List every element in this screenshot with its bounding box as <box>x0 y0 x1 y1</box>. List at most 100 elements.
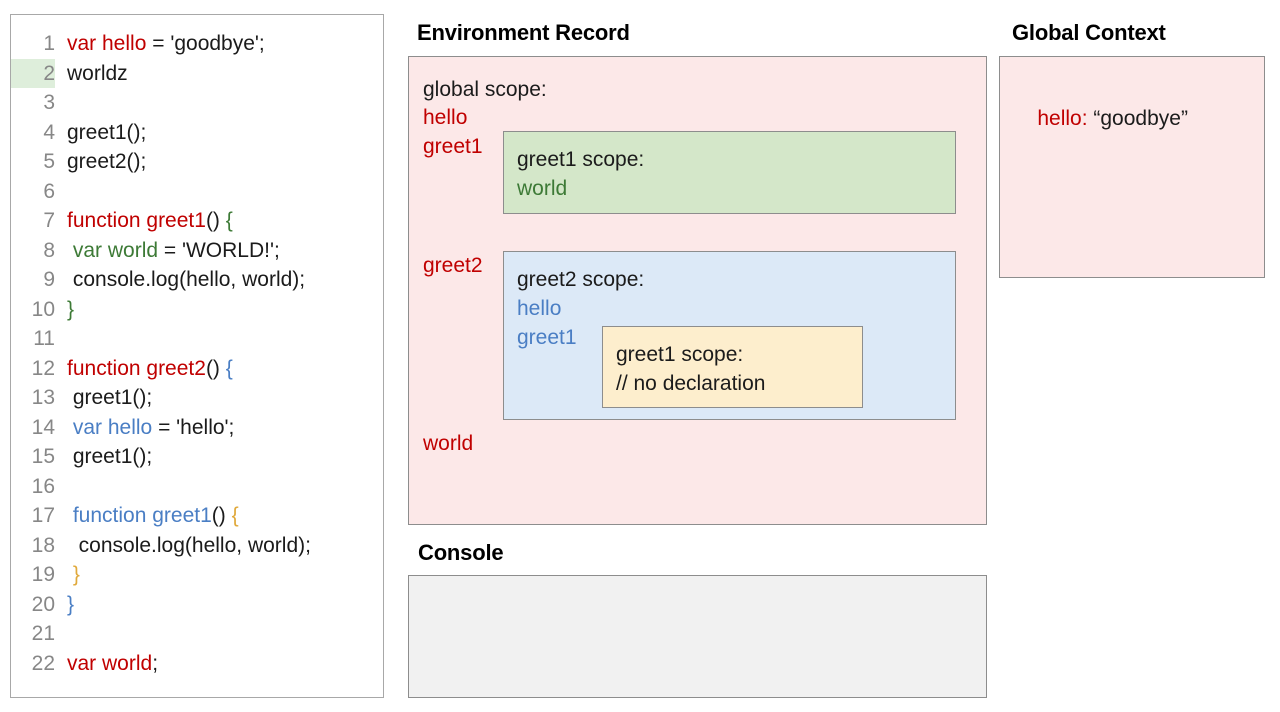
code-line-text: var world; <box>55 649 158 679</box>
global-scope-heading: global scope: <box>423 78 547 101</box>
line-number: 13 <box>31 386 55 409</box>
global-context-entry: hello: “goodbye” <box>1014 75 1188 162</box>
code-line[interactable]: 11 <box>11 324 383 354</box>
code-token: ; <box>152 651 159 675</box>
greet2-scope-binding-hello: hello <box>517 297 562 320</box>
line-number: 15 <box>31 445 55 468</box>
code-line-text: } <box>55 295 74 325</box>
code-line-text: greet1(); <box>55 442 152 472</box>
line-number: 11 <box>33 327 55 350</box>
line-number: 19 <box>31 563 55 586</box>
line-number: 1 <box>43 32 55 55</box>
line-number: 9 <box>43 268 55 291</box>
greet1-scope-heading: greet1 scope: <box>517 148 645 171</box>
code-line-text: greet2(); <box>55 147 146 177</box>
code-line[interactable]: 20} <box>11 590 383 620</box>
code-token: var world <box>67 651 153 675</box>
code-line-text: var hello = 'goodbye'; <box>55 29 265 59</box>
code-token: console.log(hello, world); <box>67 533 311 557</box>
greet1-scope-binding-world: world <box>517 177 568 200</box>
code-line[interactable]: 13 greet1(); <box>11 383 383 413</box>
nested-greet1-scope-heading: greet1 scope: <box>616 343 744 366</box>
global-binding-hello: hello <box>423 106 468 129</box>
line-number: 4 <box>43 120 55 144</box>
code-line-text: } <box>55 590 74 620</box>
line-number: 21 <box>31 622 55 645</box>
global-binding-world: world <box>423 432 474 455</box>
line-number: 12 <box>31 356 55 380</box>
line-number: 16 <box>31 474 55 498</box>
environment-record-title: Environment Record <box>417 20 630 45</box>
code-line[interactable]: 21 <box>11 619 383 649</box>
line-number: 18 <box>31 533 55 557</box>
environment-record-box: global scope: hello greet1 greet2 world … <box>408 56 987 525</box>
code-token: greet1(); <box>67 386 153 409</box>
code-token: greet1(); <box>67 120 147 144</box>
code-token: () <box>205 209 226 232</box>
code-token: } <box>67 592 75 616</box>
code-line-text: var world = 'WORLD!'; <box>55 236 280 266</box>
code-line[interactable]: 4 greet1(); <box>11 118 383 148</box>
line-number: 8 <box>43 238 55 262</box>
code-token: { <box>225 356 233 380</box>
line-number: 5 <box>43 150 55 173</box>
code-token: function greet1 <box>72 504 212 527</box>
nested-greet1-scope-note: // no declaration <box>616 372 766 395</box>
code-token: function greet2 <box>67 356 206 380</box>
line-number: 6 <box>43 179 55 203</box>
code-token: () <box>211 504 232 527</box>
line-number: 20 <box>31 592 55 616</box>
code-line-text: console.log(hello, world); <box>55 265 305 295</box>
code-line-text: function greet1() { <box>55 501 239 531</box>
global-binding-greet1: greet1 <box>423 135 483 158</box>
console-output-box[interactable] <box>408 575 987 698</box>
code-line[interactable]: 19 } <box>11 560 383 590</box>
line-number: 17 <box>31 504 55 527</box>
code-line[interactable]: 5 greet2(); <box>11 147 383 177</box>
code-line[interactable]: 10} <box>11 295 383 325</box>
code-token: console.log(hello, world); <box>67 268 306 291</box>
code-token: () <box>205 356 226 380</box>
line-number: 22 <box>31 651 55 675</box>
code-line-text: } <box>55 560 80 590</box>
global-context-entry-key: hello: <box>1037 107 1088 130</box>
greet1-scope-box: greet1 scope: world <box>503 131 956 214</box>
code-line-text: function greet2() { <box>55 354 233 384</box>
code-line[interactable]: 15 greet1(); <box>11 442 383 472</box>
code-line-text: worldz <box>55 59 128 89</box>
code-line[interactable]: 9 console.log(hello, world); <box>11 265 383 295</box>
code-line[interactable]: 17 function greet1() { <box>11 501 383 531</box>
code-line-text: var hello = 'hello'; <box>55 413 235 443</box>
code-line[interactable]: 8 var world = 'WORLD!'; <box>11 236 383 266</box>
code-token: var hello <box>67 32 147 55</box>
code-token: var hello <box>72 415 153 439</box>
code-token: { <box>231 504 239 527</box>
line-number: 7 <box>43 209 55 232</box>
code-line-text: function greet1() { <box>55 206 233 236</box>
code-line[interactable]: 16 <box>11 472 383 502</box>
code-token: { <box>225 209 233 232</box>
code-line[interactable]: 3 <box>11 88 383 118</box>
line-number: 3 <box>43 91 55 114</box>
greet2-scope-box: greet2 scope: hello greet1 greet1 scope:… <box>503 251 956 420</box>
code-token: = 'goodbye'; <box>146 32 265 55</box>
global-context-box: hello: “goodbye” <box>999 56 1265 278</box>
code-line-text: console.log(hello, world); <box>55 531 311 561</box>
code-token: = 'hello'; <box>152 415 235 439</box>
code-line[interactable]: 14 var hello = 'hello'; <box>11 413 383 443</box>
nested-greet1-scope-box: greet1 scope: // no declaration <box>602 326 863 408</box>
console-title: Console <box>418 540 504 565</box>
code-line[interactable]: 6 <box>11 177 383 207</box>
code-token: greet2(); <box>67 150 147 173</box>
greet2-scope-heading: greet2 scope: <box>517 268 645 291</box>
code-line[interactable]: 18 console.log(hello, world); <box>11 531 383 561</box>
code-line-text: greet1(); <box>55 383 152 413</box>
code-line-text: greet1(); <box>55 118 146 148</box>
